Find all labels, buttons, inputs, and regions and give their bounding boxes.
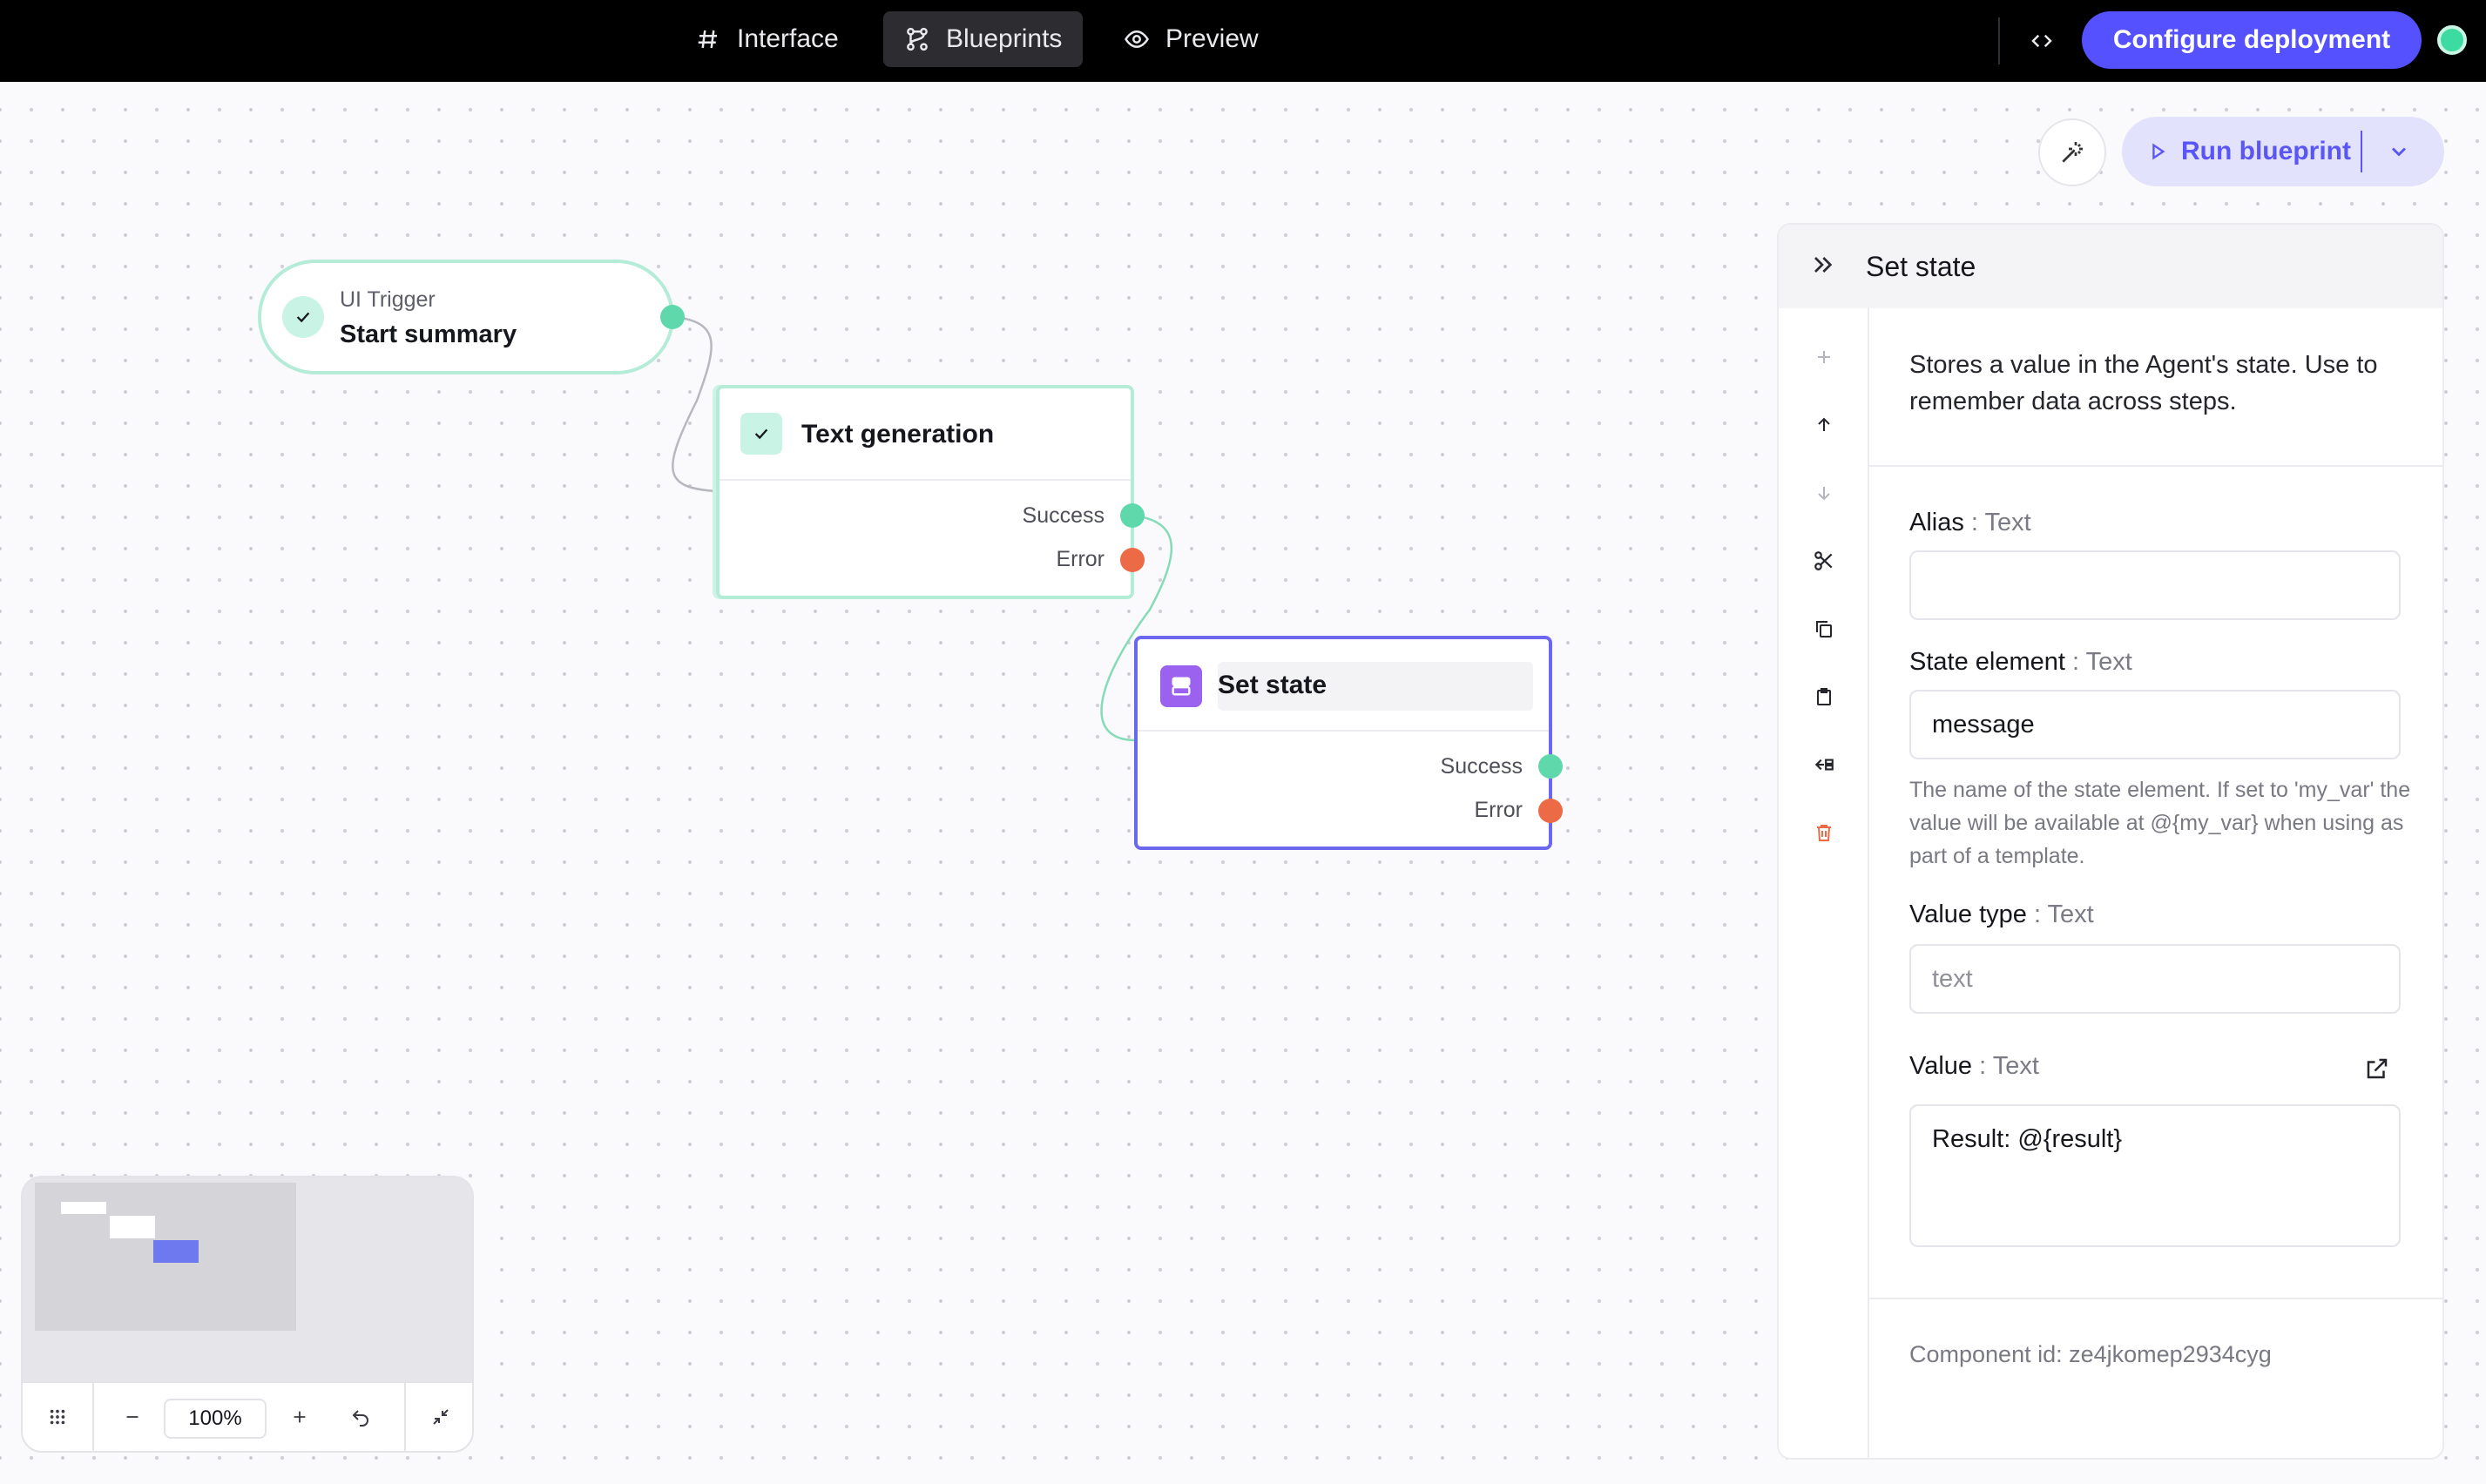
success-label: Success [1022, 503, 1105, 528]
edge-trigger-to-textgen [672, 315, 717, 493]
error-label: Error [1056, 547, 1105, 571]
tab-preview[interactable]: Preview [1103, 11, 1280, 67]
go-to-parent-icon[interactable] [1810, 751, 1838, 779]
minus-icon [126, 1416, 138, 1418]
text-generation-node[interactable]: Text generation Success Error [716, 385, 1134, 599]
eye-icon [1125, 30, 1149, 49]
code-button[interactable] [2014, 19, 2070, 63]
action-rail [1779, 308, 1869, 1458]
top-bar: Interface Blueprints Preview Configure d… [0, 0, 2486, 82]
move-down-icon[interactable] [1810, 479, 1838, 507]
chevron-down-icon[interactable] [2387, 139, 2411, 164]
component-description: Stores a value in the Agent's state. Use… [1909, 351, 2378, 415]
minimap-node [61, 1202, 106, 1214]
alias-input[interactable] [1909, 550, 2401, 620]
state-element-help: The name of the state element. If set to… [1909, 778, 2411, 868]
divider [1869, 1298, 2442, 1299]
setstate-success-port[interactable] [1538, 754, 1563, 779]
divider [92, 1383, 94, 1451]
copy-icon[interactable] [1810, 615, 1838, 643]
plus-icon [294, 1411, 306, 1423]
state-element-label: State element : Text [1909, 648, 2132, 676]
node-title: Text generation [801, 420, 995, 449]
settings-panel: Set state Stores a value in the Agent's … [1777, 223, 2444, 1460]
minimap-node-selected [153, 1240, 199, 1263]
zoom-toolbar: 100% [23, 1381, 472, 1451]
node-header: Text generation [719, 388, 1131, 481]
hash-icon [698, 30, 717, 49]
blueprint-icon [907, 27, 928, 51]
node-title: Set state [1218, 671, 1327, 699]
zoom-level[interactable]: 100% [164, 1399, 267, 1439]
minimap-node [110, 1216, 155, 1238]
tab-blueprints[interactable]: Blueprints [883, 11, 1084, 67]
value-label: Value : Text [1909, 1052, 2039, 1080]
fit-view-button[interactable] [406, 1383, 472, 1451]
move-up-icon[interactable] [1810, 411, 1838, 439]
minimap[interactable]: 100% [21, 1176, 474, 1453]
reset-zoom-button[interactable] [334, 1383, 387, 1451]
play-icon [2152, 143, 2165, 160]
grid-toggle-button[interactable] [23, 1383, 92, 1451]
tab-label: Blueprints [946, 24, 1063, 53]
panel-title: Set state [1866, 251, 1976, 282]
configure-deployment-button[interactable]: Configure deployment [2082, 11, 2422, 69]
error-label: Error [1474, 798, 1523, 822]
textgen-success-port[interactable] [1120, 503, 1145, 528]
value-type-label: Value type : Text [1909, 901, 2094, 928]
run-blueprint-button[interactable]: Run blueprint [2122, 117, 2444, 186]
alias-label: Alias : Text [1909, 509, 2031, 536]
tab-label: Preview [1165, 24, 1259, 53]
textgen-error-port[interactable] [1120, 548, 1145, 572]
open-editor-icon[interactable] [2364, 1056, 2390, 1082]
node-title: Start summary [340, 320, 517, 348]
success-label: Success [1440, 754, 1523, 779]
tab-label: Interface [737, 24, 839, 53]
zoom-in-button[interactable] [274, 1383, 326, 1451]
state-icon [1160, 665, 1202, 707]
autogen-button[interactable] [2038, 118, 2106, 186]
ui-trigger-node[interactable]: UI Trigger Start summary [258, 260, 674, 374]
divider [404, 1383, 406, 1451]
check-icon [740, 413, 782, 455]
run-blueprint-label: Run blueprint [2181, 137, 2351, 165]
panel-header: Set state [1779, 225, 2442, 308]
undo-icon [352, 1410, 368, 1427]
collapse-panel-icon[interactable] [1808, 251, 1836, 279]
code-icon [2031, 34, 2052, 48]
divider [2361, 131, 2362, 172]
cut-icon[interactable] [1810, 547, 1838, 575]
magic-wand-icon [2062, 142, 2083, 163]
divider [1998, 17, 2000, 64]
grid-icon [50, 1409, 65, 1425]
node-subtitle: UI Trigger [340, 287, 436, 312]
value-type-input[interactable]: text [1909, 944, 2401, 1014]
value-textarea[interactable]: Result: @{result} [1909, 1104, 2401, 1247]
component-id: Component id: ze4jkomep2934cyg [1909, 1341, 2272, 1367]
setstate-error-port[interactable] [1538, 799, 1563, 823]
zoom-out-button[interactable] [106, 1383, 159, 1451]
add-icon[interactable] [1810, 343, 1838, 371]
check-icon [282, 296, 324, 338]
tab-interface[interactable]: Interface [674, 11, 860, 67]
delete-icon[interactable] [1810, 819, 1838, 847]
divider [1869, 465, 2442, 467]
paste-icon[interactable] [1810, 683, 1838, 711]
edge-textgen-to-setstate [1100, 514, 1173, 742]
state-element-input[interactable]: message [1909, 690, 2401, 759]
collapse-icon [433, 1409, 449, 1425]
set-state-node[interactable]: Set state Success Error [1134, 636, 1552, 850]
status-indicator [2437, 25, 2467, 55]
node-header: Set state [1138, 639, 1549, 732]
trigger-output-port[interactable] [660, 305, 685, 329]
node-title-field[interactable] [1218, 662, 1533, 711]
